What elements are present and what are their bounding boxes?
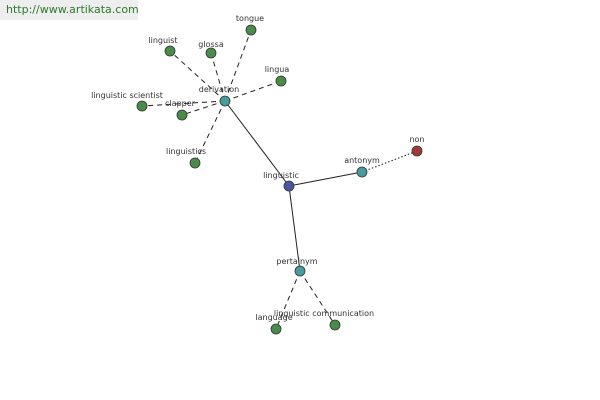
node-linguistic[interactable] bbox=[283, 180, 295, 192]
label-pertainym: pertainym bbox=[276, 257, 317, 266]
nodes-layer bbox=[136, 24, 423, 335]
label-antonym: antonym bbox=[344, 156, 380, 165]
label-tongue: tongue bbox=[236, 14, 264, 23]
label-linguistic-scientist: linguistic scientist bbox=[91, 91, 163, 100]
node-tongue[interactable] bbox=[245, 24, 257, 36]
artikata-url-link[interactable]: http://www.artikata.com bbox=[0, 0, 139, 20]
node-linguist[interactable] bbox=[164, 45, 176, 57]
label-linguistic-communication: linguistic communication bbox=[274, 309, 374, 318]
label-clapper: clapper bbox=[165, 99, 196, 108]
label-linguistic: linguistic bbox=[263, 171, 299, 180]
label-linguist: linguist bbox=[148, 36, 177, 45]
edge-derivation-to-linguist bbox=[169, 50, 226, 102]
edge-pertainym-to-linguistic-communication bbox=[299, 270, 336, 326]
edge-linguistic-to-pertainym bbox=[288, 185, 301, 272]
node-glossa[interactable] bbox=[205, 47, 217, 59]
edges-layer bbox=[141, 29, 418, 330]
edge-linguistic-to-antonym bbox=[288, 171, 363, 187]
node-non[interactable] bbox=[411, 145, 423, 157]
label-lingua: lingua bbox=[265, 65, 290, 74]
edge-derivation-to-tongue bbox=[224, 29, 252, 102]
label-linguistics: linguistics bbox=[166, 147, 206, 156]
node-linguistics[interactable] bbox=[189, 157, 201, 169]
labels-layer: linguistic derivation antonym pertainym non t… bbox=[91, 14, 424, 322]
edge-pertainym-to-language bbox=[275, 270, 301, 330]
node-antonym[interactable] bbox=[356, 166, 368, 178]
node-language[interactable] bbox=[270, 323, 282, 335]
node-linguistic-communication[interactable] bbox=[329, 319, 341, 331]
edge-derivation-to-lingua bbox=[224, 80, 282, 102]
label-non: non bbox=[409, 135, 424, 144]
label-glossa: glossa bbox=[198, 40, 224, 49]
node-linguistic-scientist[interactable] bbox=[136, 100, 148, 112]
node-lingua[interactable] bbox=[275, 75, 287, 87]
edge-derivation-to-linguistics bbox=[194, 100, 226, 164]
node-clapper[interactable] bbox=[176, 109, 188, 121]
edge-linguistic-to-derivation bbox=[224, 100, 290, 187]
node-pertainym[interactable] bbox=[294, 265, 306, 277]
label-derivation: derivation bbox=[199, 85, 239, 94]
edge-antonym-to-non bbox=[361, 150, 418, 173]
node-derivation[interactable] bbox=[219, 95, 231, 107]
edge-derivation-to-linguistic-scientist bbox=[141, 100, 226, 107]
label-language: language bbox=[255, 313, 292, 322]
edge-derivation-to-clapper bbox=[181, 100, 226, 116]
